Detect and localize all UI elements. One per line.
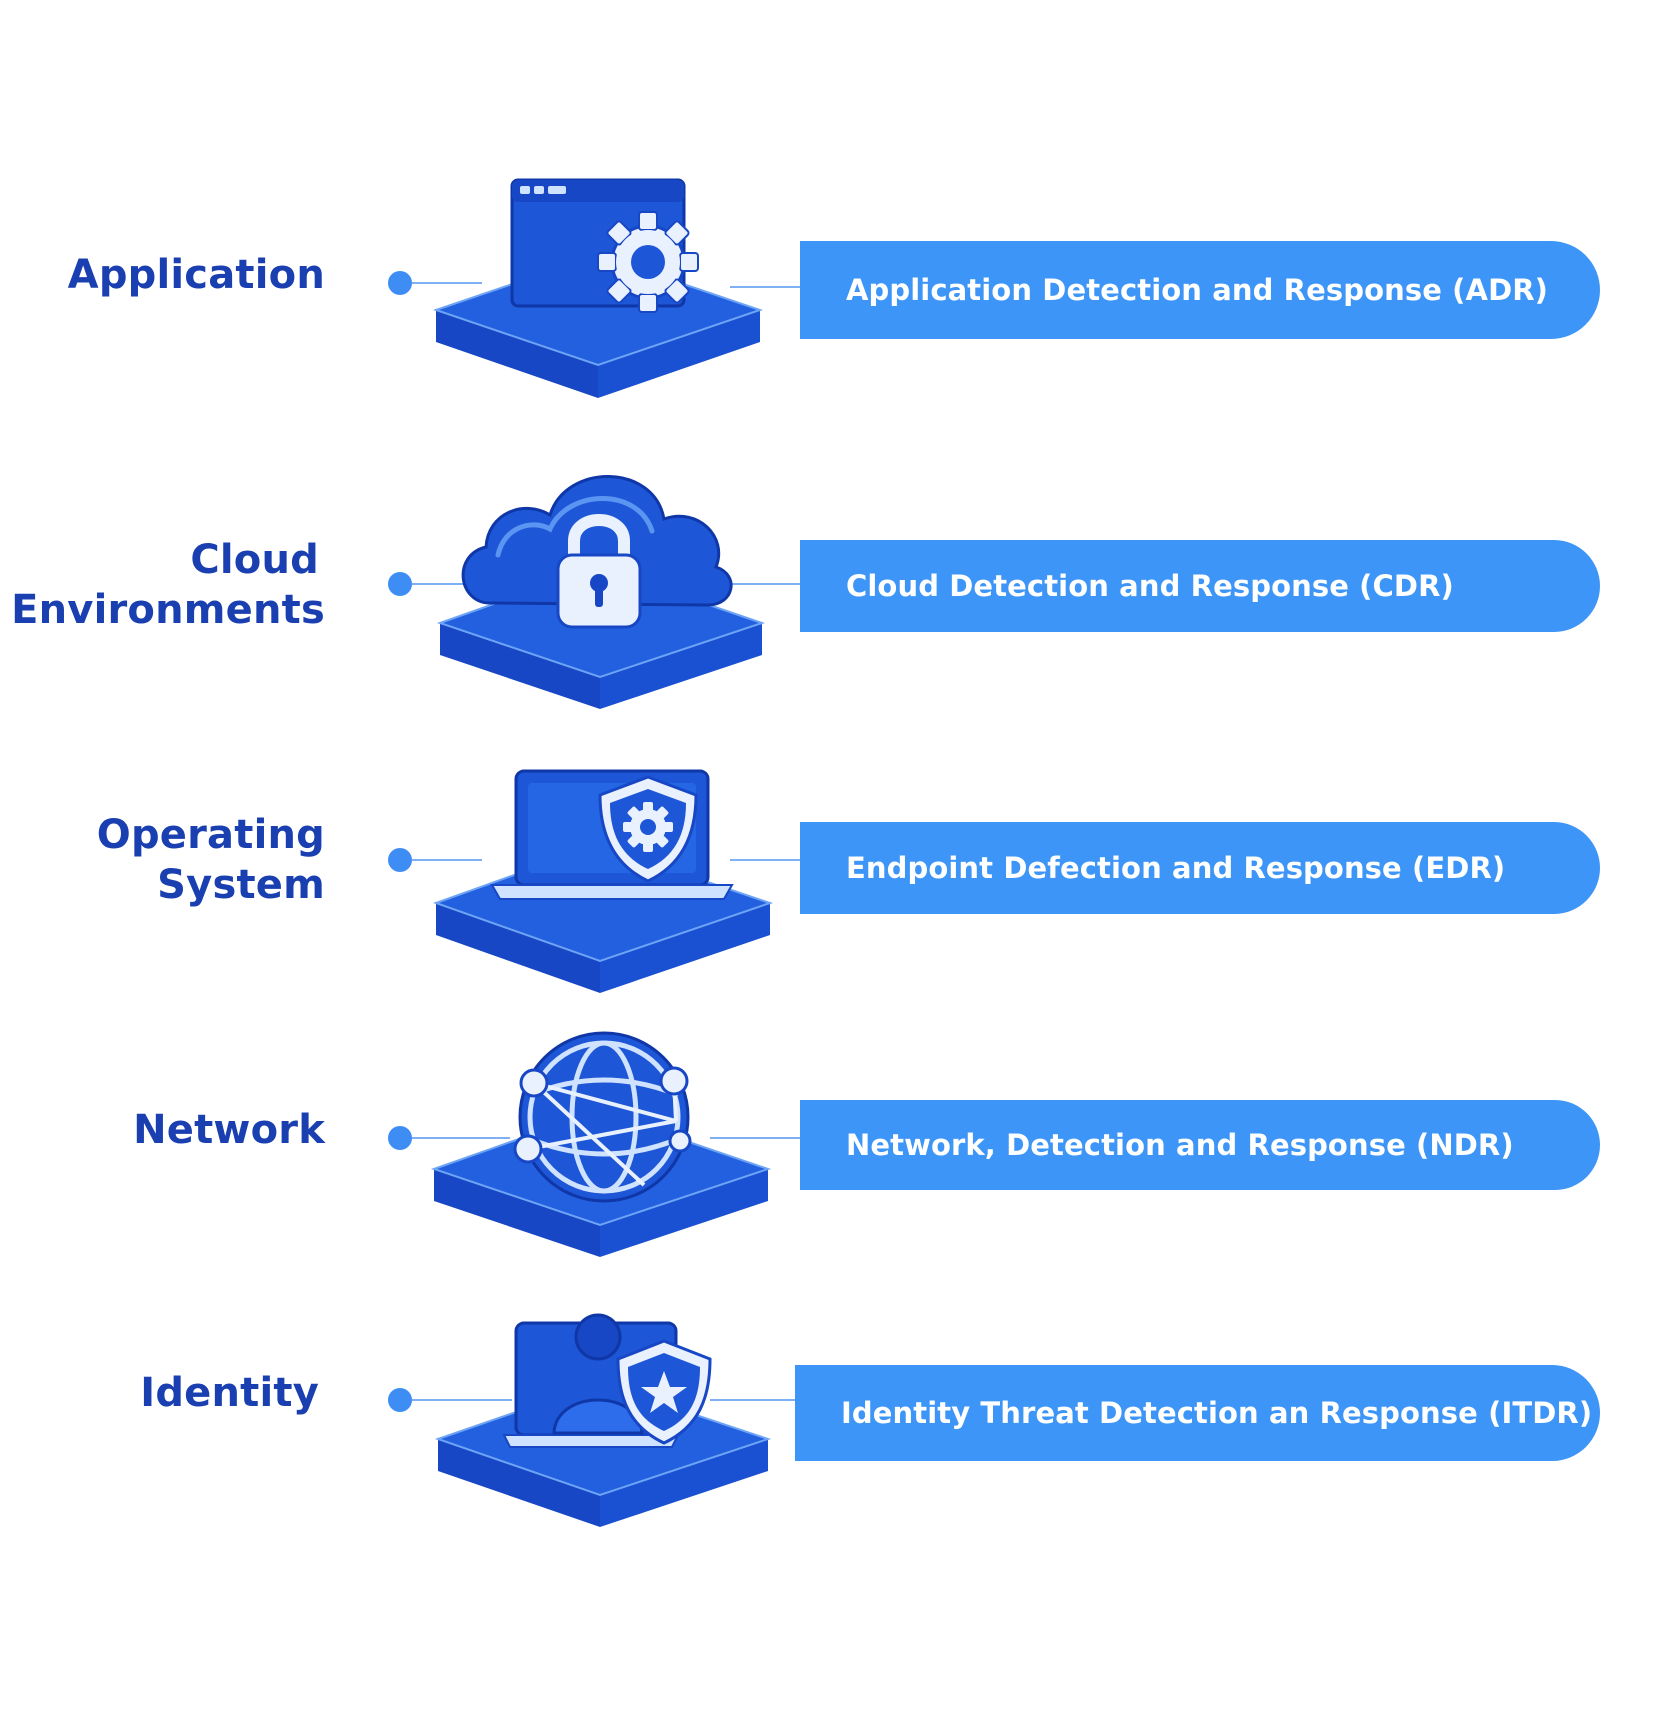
connector-line xyxy=(730,583,800,585)
layer-label-line: Environments xyxy=(11,587,325,633)
layer-label-operating-system: Operating System xyxy=(97,810,325,910)
layer-label-line: Cloud xyxy=(190,537,319,583)
connector-line xyxy=(412,1137,510,1139)
layer-label-cloud-environments: Cloud Environments xyxy=(11,535,325,635)
pill-text: Cloud Detection and Response (CDR) xyxy=(846,569,1454,603)
connector-dot xyxy=(388,271,412,295)
response-pill-itdr: Identity Threat Detection an Response (I… xyxy=(795,1365,1600,1461)
pill-text: Endpoint Defection and Response (EDR) xyxy=(846,851,1506,885)
layer-label-identity: Identity xyxy=(140,1368,319,1418)
pill-text: Network, Detection and Response (NDR) xyxy=(846,1128,1514,1162)
connector-line xyxy=(412,583,482,585)
response-pill-cdr: Cloud Detection and Response (CDR) xyxy=(800,540,1600,632)
layer-label-line: Application xyxy=(67,252,325,298)
connector-dot xyxy=(388,1388,412,1412)
connector-dot xyxy=(388,572,412,596)
layer-label-line: Network xyxy=(133,1107,325,1153)
connector-line xyxy=(710,1137,800,1139)
response-pill-adr: Application Detection and Response (ADR) xyxy=(800,241,1600,339)
cloud-lock-icon xyxy=(428,455,788,715)
layer-label-line: Identity xyxy=(140,1370,319,1416)
connector-line xyxy=(730,286,800,288)
pill-text: Identity Threat Detection an Response (I… xyxy=(841,1396,1593,1430)
laptop-shield-icon xyxy=(428,765,788,1005)
app-window-gear-icon xyxy=(428,170,788,410)
response-pill-ndr: Network, Detection and Response (NDR) xyxy=(800,1100,1600,1190)
layer-label-network: Network xyxy=(133,1105,325,1155)
connector-line xyxy=(412,859,482,861)
pill-text: Application Detection and Response (ADR) xyxy=(846,273,1549,307)
connector-line xyxy=(412,1399,512,1401)
connector-dot xyxy=(388,1126,412,1150)
connector-line xyxy=(412,282,482,284)
globe-network-icon xyxy=(428,1031,788,1275)
connector-line xyxy=(710,1399,796,1401)
user-shield-icon xyxy=(428,1305,788,1545)
response-pill-edr: Endpoint Defection and Response (EDR) xyxy=(800,822,1600,914)
layer-label-line: Operating xyxy=(96,812,325,858)
connector-line xyxy=(730,859,800,861)
layer-label-line: System xyxy=(157,862,325,908)
connector-dot xyxy=(388,848,412,872)
layer-label-application: Application xyxy=(68,250,325,300)
